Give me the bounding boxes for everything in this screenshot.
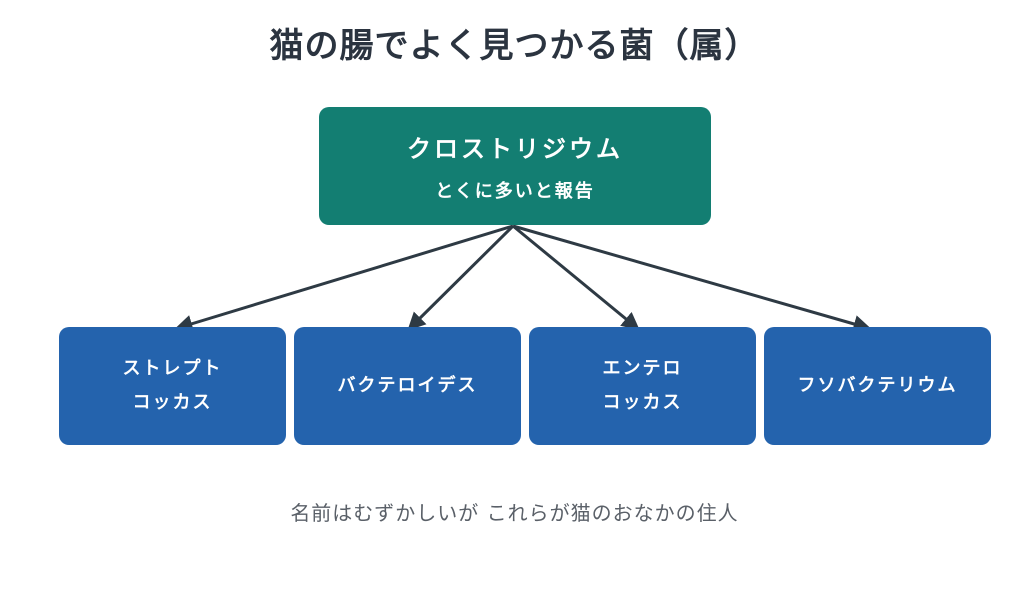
child-node-fusobacterium: フソバクテリウム: [764, 327, 991, 445]
child-node-label-line2: コッカス: [602, 392, 683, 413]
child-node-label-line2: コッカス: [132, 392, 213, 413]
arrow-to-streptococcus: [174, 224, 514, 333]
diagram-title: 猫の腸でよく見つかる菌（属）: [269, 26, 760, 66]
arrow-to-bacteroides: [407, 224, 515, 331]
child-node-enterococcus: エンテロ コッカス: [529, 327, 756, 445]
arrow-to-enterococcus: [512, 224, 640, 331]
root-node-name: クロストリジウム: [407, 135, 623, 163]
child-node-label-line1: エンテロ: [602, 358, 683, 379]
root-node-clostridium: クロストリジウム とくに多いと報告: [319, 107, 711, 225]
diagram-footer-caption: 名前はむずかしいが これらが猫のおなかの住人: [290, 501, 739, 525]
child-node-label-line1: バクテロイデス: [337, 375, 478, 396]
child-node-bacteroides: バクテロイデス: [294, 327, 521, 445]
arrow-to-fusobacterium: [512, 224, 872, 333]
root-node-note: とくに多いと報告: [435, 181, 595, 202]
child-node-label-line1: フソバクテリウム: [797, 375, 958, 396]
child-node-streptococcus: ストレプト コッカス: [59, 327, 286, 445]
child-node-label-line1: ストレプト: [122, 358, 223, 379]
